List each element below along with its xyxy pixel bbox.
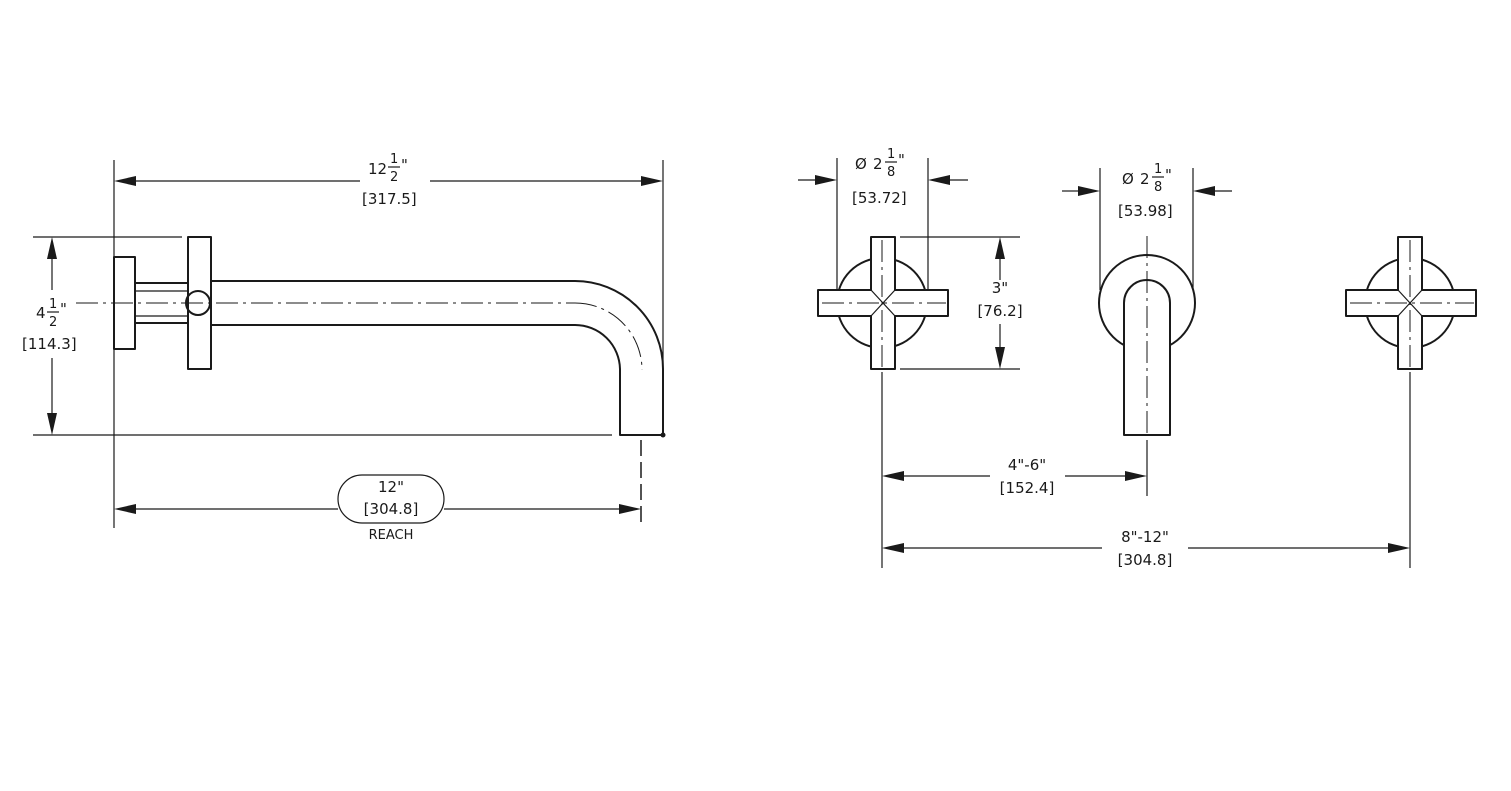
left-cross-handle (817, 236, 949, 370)
height-metric: [114.3] (22, 335, 77, 353)
svg-text:[76.2]: [76.2] (977, 302, 1022, 320)
svg-text:2: 2 (49, 315, 57, 330)
svg-text:1: 1 (49, 297, 57, 312)
svg-text:3": 3" (992, 279, 1008, 297)
handle-spread-label: 8"-12" [304.8] (1118, 528, 1173, 569)
spout-front (1098, 236, 1196, 440)
reach-label: 12" [304.8] REACH (364, 478, 419, 543)
left-handle-diameter-metric: [53.72] (852, 189, 907, 207)
reach-caption: REACH (369, 528, 414, 543)
spout-diameter-metric: [53.98] (1118, 202, 1173, 220)
svg-text:12": 12" (378, 478, 404, 496)
right-cross-handle (1345, 236, 1477, 370)
svg-text:8: 8 (1154, 180, 1162, 195)
svg-text:2: 2 (390, 170, 398, 185)
svg-text:1: 1 (1154, 162, 1162, 177)
handle-to-spout-label: 4"-6" [152.4] (1000, 456, 1055, 497)
side-view (76, 236, 666, 528)
svg-text:[304.8]: [304.8] (1118, 551, 1173, 569)
svg-text:2: 2 (873, 155, 883, 173)
svg-text:1: 1 (887, 147, 895, 162)
svg-text:2: 2 (1140, 170, 1150, 188)
svg-text:Ø: Ø (1122, 170, 1134, 188)
svg-text:12: 12 (368, 160, 387, 178)
svg-text:1: 1 (390, 152, 398, 167)
svg-text:8"-12": 8"-12" (1121, 528, 1169, 546)
svg-text:4"-6": 4"-6" (1008, 456, 1046, 474)
spout-diameter-label: Ø 2 1 8 " [53.98] (1118, 162, 1173, 220)
svg-text:4: 4 (36, 304, 46, 322)
svg-text:": " (60, 300, 67, 318)
spout-pipe (210, 280, 664, 436)
reach-callout-box (337, 474, 445, 524)
front-view-dimensions (798, 158, 1411, 568)
height-label: 4 1 2 " [114.3] (22, 297, 77, 353)
side-view-dimensions (33, 160, 664, 528)
overall-length-metric: [317.5] (362, 190, 417, 208)
overall-length-label: 12 1 2 " [317.5] (362, 152, 417, 208)
svg-text:[152.4]: [152.4] (1000, 479, 1055, 497)
handle-height-label: 3" [76.2] (977, 279, 1022, 320)
svg-text:Ø: Ø (855, 155, 867, 173)
svg-text:": " (1165, 166, 1172, 184)
svg-text:8: 8 (887, 165, 895, 180)
svg-text:": " (401, 156, 408, 174)
left-handle-diameter-label: Ø 2 1 8 " [53.72] (852, 147, 907, 207)
svg-text:": " (898, 151, 905, 169)
svg-text:[304.8]: [304.8] (364, 500, 419, 518)
